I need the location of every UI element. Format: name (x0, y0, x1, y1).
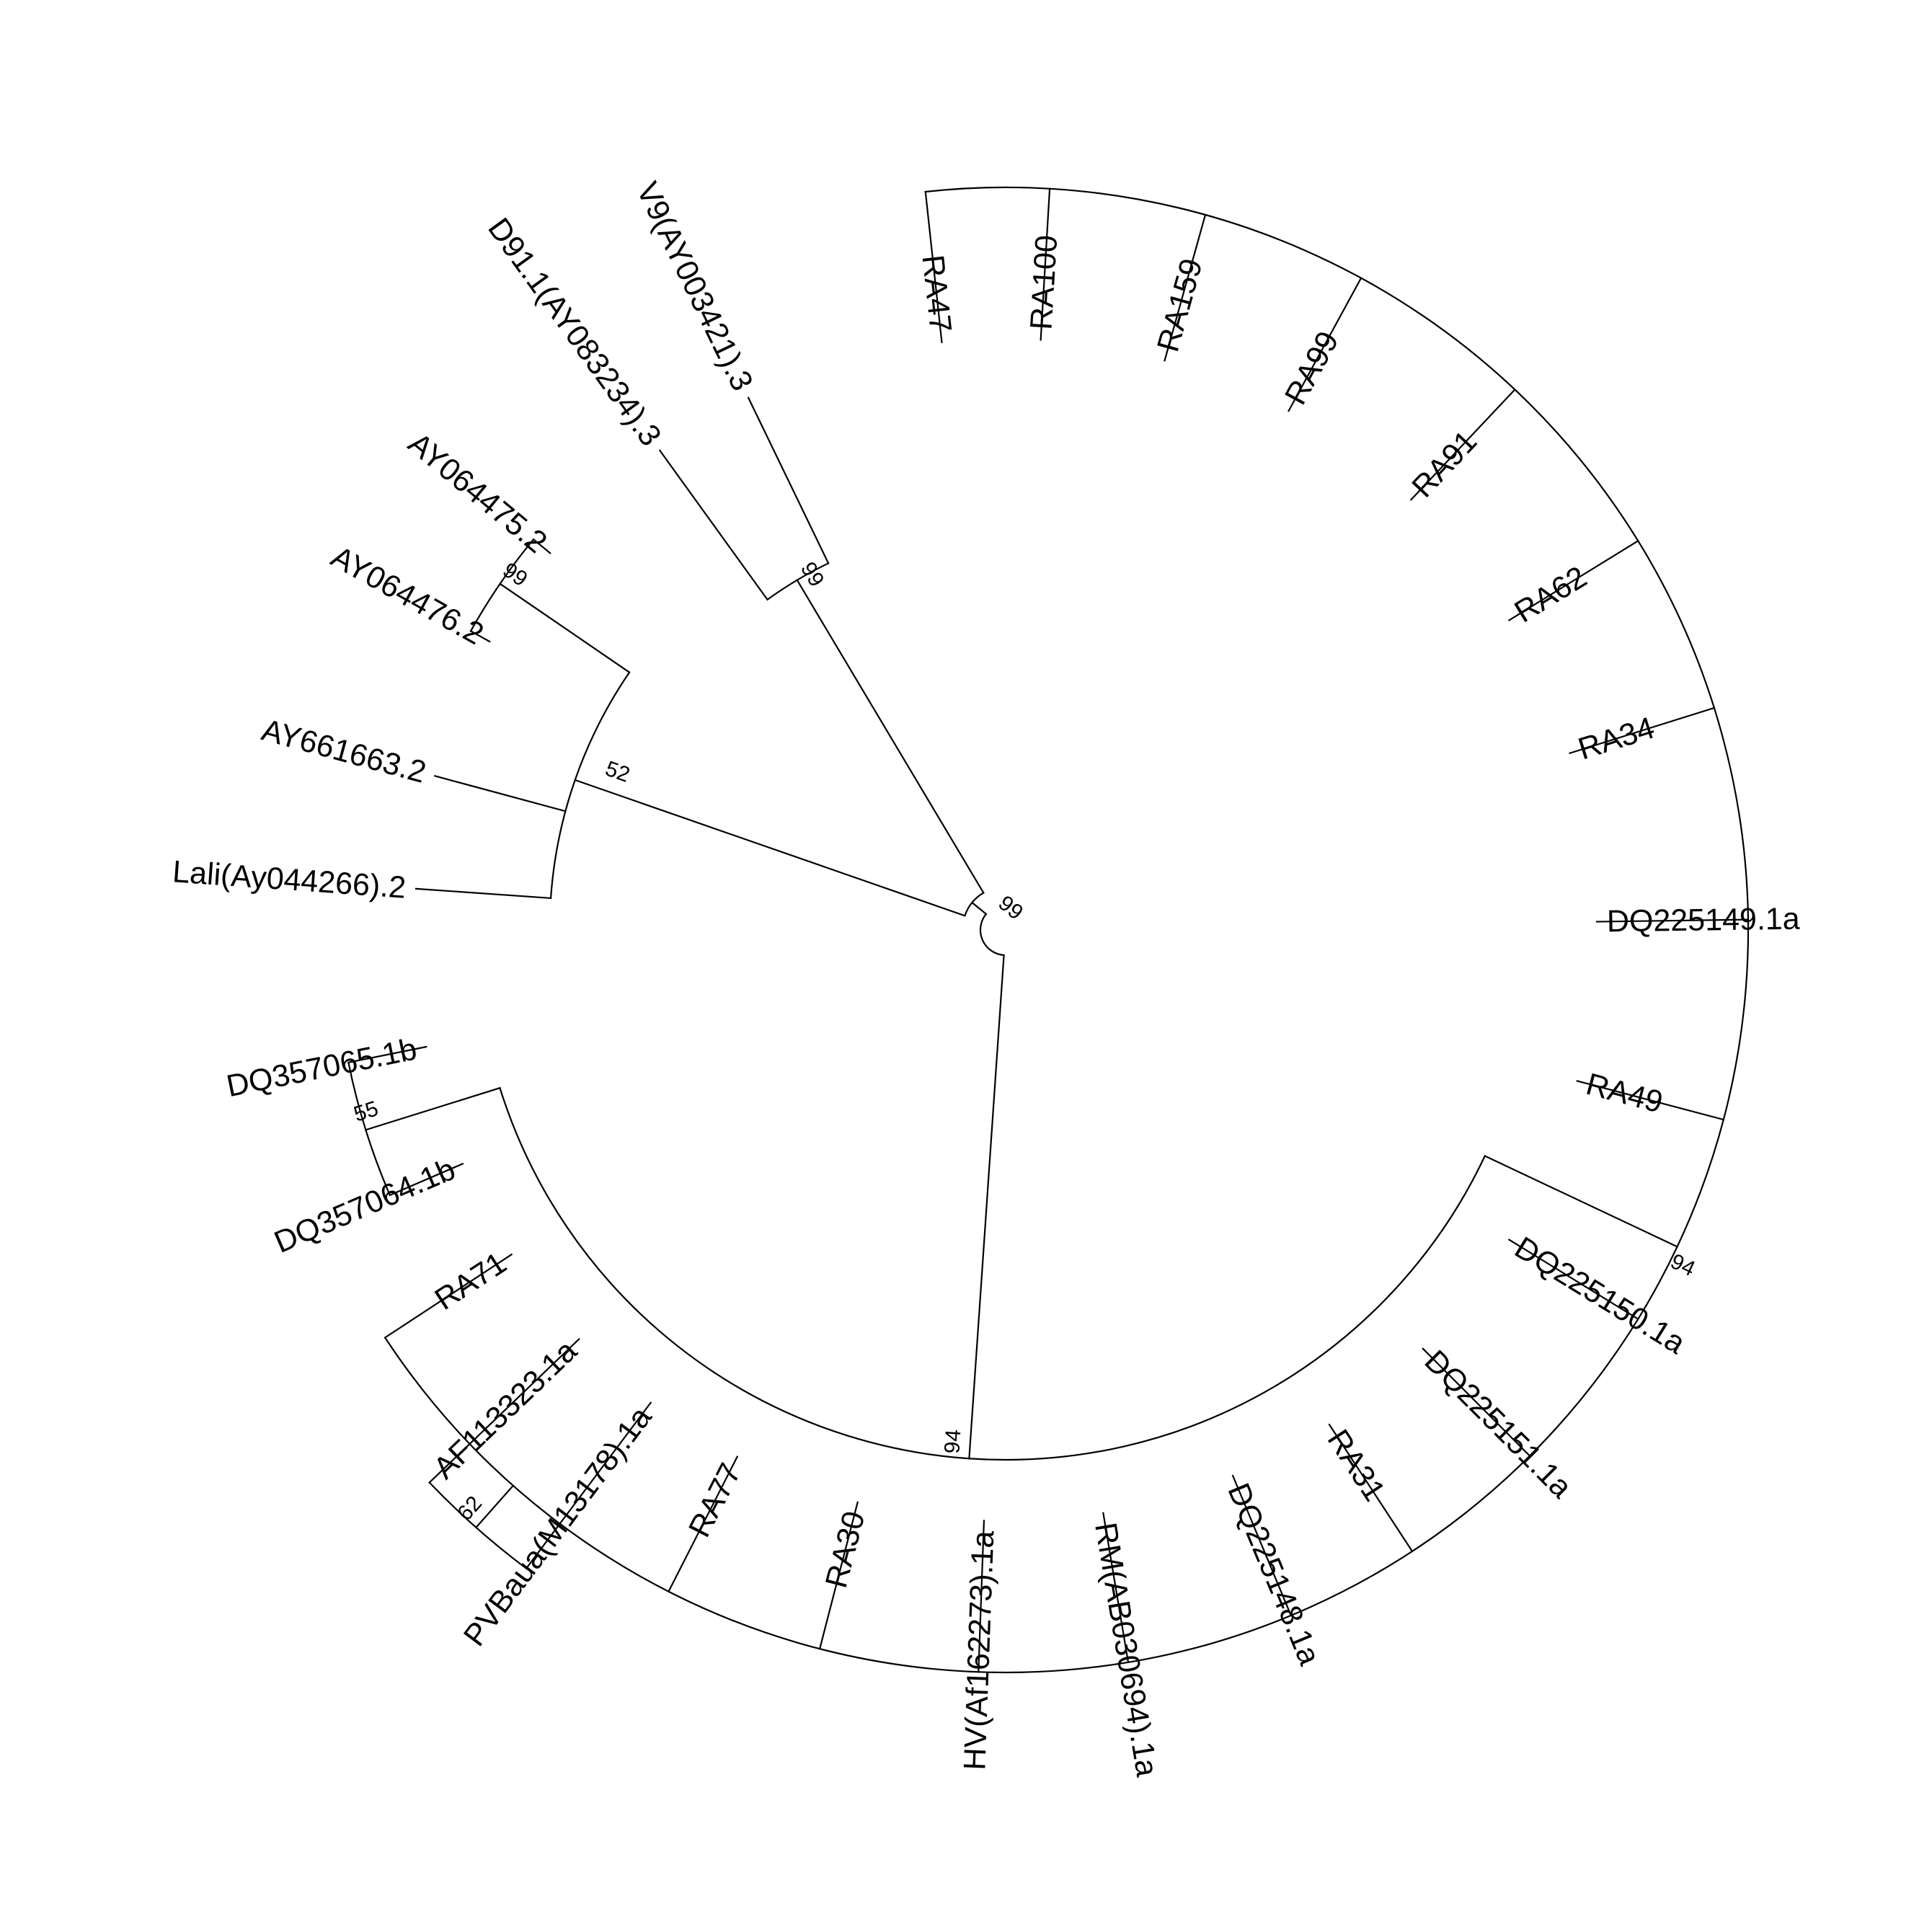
leaf-label-ay661663-2: AY661663.2 (258, 713, 430, 790)
arc-1-1 (384, 186, 1750, 1674)
leaf-label-ra30: RA30 (819, 1507, 872, 1591)
branch-ra31 (1328, 1423, 1414, 1553)
leaf-label-d91-1-ay083234-3: D91.1(AY083234).3 (481, 212, 668, 453)
leaf-label-dq357064-1b: DQ357064.1b (270, 1152, 461, 1260)
leaf-label-dq225149-1a: DQ225149.1a (1607, 902, 1800, 939)
bootstrap-value-1-1: 94 (1667, 1249, 1698, 1281)
branch-d91-1-ay083234-3 (658, 449, 769, 601)
branch-dq357064-1b (389, 1162, 464, 1197)
leaf-label-dq225150-1a: DQ225150.1a (1509, 1231, 1691, 1361)
arc-0-1-0 (469, 538, 535, 632)
leaf-label-ra71: RA71 (429, 1246, 513, 1317)
leaf-label-dq225151-1a: DQ225151.1a (1418, 1344, 1579, 1505)
branch-ra159 (1164, 213, 1207, 362)
branch-ay064476-2 (469, 629, 491, 643)
leaf-label-lali-ay044266-2: Lali(Ay044266).2 (172, 854, 407, 905)
branch-0 (970, 901, 988, 916)
leaf-label-rm-ab030694-1a: RM(AB030694).1a (1088, 1520, 1164, 1779)
arc-0 (963, 891, 985, 917)
leaf-labels-layer: V9(AY003421).3D91.1(AY083234).3AY064475.… (172, 177, 1800, 1779)
branch-ra100 (1040, 187, 1051, 341)
leaf-label-ra77: RA77 (682, 1458, 748, 1543)
branch-ay661663-2 (433, 775, 567, 812)
branch-rm-ab030694-1a (1102, 1512, 1130, 1664)
branch-ay064475-2 (532, 538, 551, 554)
branch-dq225150-1a (1507, 1238, 1639, 1321)
leaf-label-ra31: RA31 (1321, 1424, 1392, 1507)
arc-1-1-1 (428, 1481, 528, 1570)
branch-ra49 (1576, 1080, 1725, 1121)
branch-1-0 (364, 1086, 501, 1131)
branch-lali-ay044266-2 (415, 887, 552, 900)
branch-1-1 (1484, 1155, 1679, 1248)
leaf-label-ra100: RA100 (1024, 234, 1065, 331)
branch-0-0 (796, 579, 985, 894)
branch-pvbaua-m13178-1a (525, 1401, 652, 1570)
branches-layer (347, 186, 1750, 1674)
branch-ra91 (1409, 388, 1516, 501)
arc-1-0 (347, 1061, 391, 1197)
branch-ra47 (924, 190, 943, 344)
branch-ra71 (384, 1253, 513, 1339)
branch-dq225149-1a (1595, 918, 1750, 923)
branch-ra34 (1569, 706, 1716, 755)
leaf-label-ay064476-2: AY064476.2 (325, 539, 489, 652)
bootstrap-value-0: 99 (993, 891, 1027, 925)
branch-1 (968, 954, 1005, 1460)
arc-0-1 (549, 671, 631, 900)
leaf-label-ra62: RA62 (1509, 559, 1593, 629)
branch-0-1 (574, 779, 966, 917)
branch-dq225148-1a (1231, 1474, 1293, 1617)
branch-dq225151-1a (1422, 1347, 1531, 1458)
arc-1 (499, 1086, 1486, 1461)
branch-1-1-1 (474, 1484, 515, 1529)
bootstrap-value-1-0: 55 (351, 1096, 381, 1126)
leaf-label-ay064475-2: AY064475.2 (402, 426, 554, 560)
branch-ra77 (667, 1455, 739, 1593)
arc-0-0 (766, 562, 830, 601)
branch-hv-af162273-1a (978, 1520, 985, 1673)
leaf-label-hv-af162273-1a: HV(Af162273).1a (957, 1530, 1001, 1771)
branch-v9-ay003421-3 (747, 396, 830, 564)
leaf-label-dq225148-1a: DQ225148.1a (1220, 1479, 1326, 1670)
bootstrap-value-0-1: 52 (602, 757, 632, 787)
leaf-label-ra49: RA49 (1582, 1067, 1666, 1120)
branch-af113323-1a (428, 1338, 580, 1484)
bootstrap-value-1: 94 (940, 1429, 965, 1455)
leaf-label-ra159: RA159 (1151, 255, 1210, 356)
arc-root (979, 913, 1005, 957)
leaf-label-dq357065-1b: DQ357065.1b (223, 1032, 420, 1104)
branch-ra99 (1288, 277, 1362, 412)
leaf-label-ra47: RA47 (915, 253, 957, 334)
branch-ra62 (1507, 539, 1639, 621)
branch-dq357065-1b (347, 1045, 427, 1064)
leaf-label-v9-ay003421-3: V9(AY003421).3 (629, 177, 759, 396)
leaf-label-ra34: RA34 (1574, 711, 1659, 767)
branch-ra30 (818, 1501, 859, 1650)
leaf-label-af113323-1a: AF113323.1a (427, 1334, 583, 1486)
leaf-label-ra99: RA99 (1278, 326, 1346, 410)
branch-0-1-0 (499, 582, 631, 674)
